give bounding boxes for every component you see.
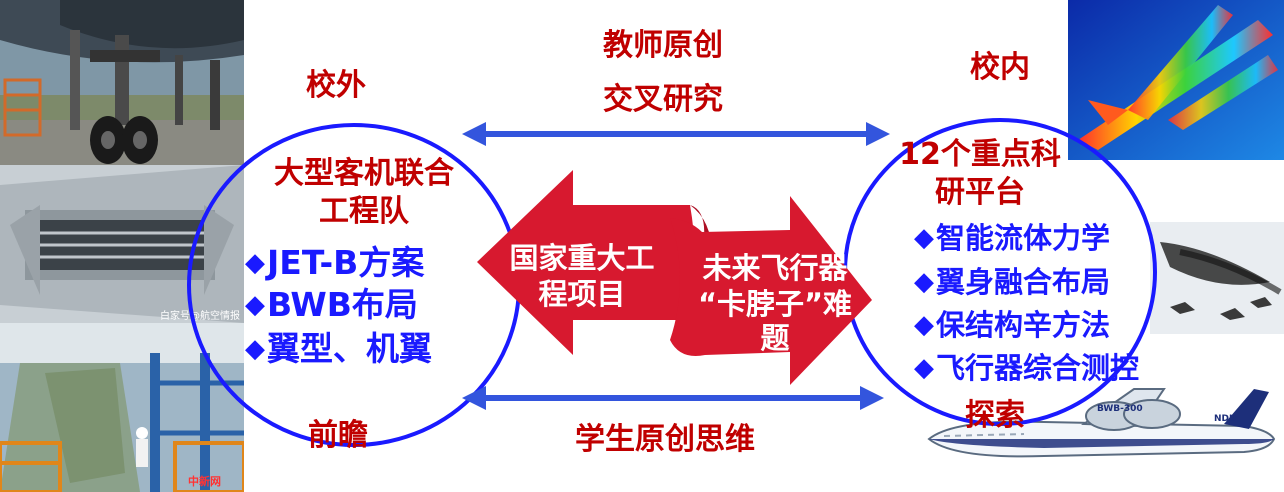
photo-watermark-top: 白家号@航空情报 bbox=[160, 311, 240, 322]
right-circle-item-text: 保结构辛方法 bbox=[936, 308, 1111, 342]
right-circle-item: ◆智能流体力学 bbox=[914, 220, 1110, 256]
label-inside: 校内 bbox=[970, 50, 1030, 85]
photo-cfd-rocket bbox=[1068, 0, 1284, 160]
right-red-arrow bbox=[670, 196, 872, 385]
right-arrow-text-line1: 未来飞行器 bbox=[702, 251, 848, 285]
left-circle-item: ◆BWB布局 bbox=[245, 285, 418, 325]
diamond-bullet-icon: ◆ bbox=[914, 223, 934, 253]
right-circle-title-line1: 12个重点科 bbox=[899, 137, 1061, 172]
label-outside: 校外 bbox=[306, 68, 366, 103]
left-arrow-text-line1: 国家重大工 bbox=[509, 241, 655, 275]
label-frontier: 前瞻 bbox=[308, 418, 368, 453]
label-explore: 探索 bbox=[965, 398, 1025, 433]
left-red-arrow bbox=[477, 170, 695, 355]
right-circle-item: ◆飞行器综合测控 bbox=[914, 350, 1139, 386]
right-circle-item: ◆翼身融合布局 bbox=[914, 264, 1110, 300]
diamond-bullet-icon: ◆ bbox=[245, 290, 265, 320]
right-circle-item-text: 翼身融合布局 bbox=[936, 265, 1111, 299]
right-circle-item-text: 飞行器综合测控 bbox=[936, 351, 1140, 385]
right-arrow-text-line3: 题 bbox=[760, 321, 790, 355]
top-double-arrow bbox=[462, 122, 890, 146]
right-arrow-text-line2: “卡脖子”难 bbox=[697, 287, 853, 321]
bwb-sub-label: NDU bbox=[1214, 414, 1237, 424]
photo-landing-gear bbox=[0, 0, 244, 165]
label-student: 学生原创思维 bbox=[575, 422, 755, 457]
left-circle-item-text: JET-B方案 bbox=[267, 243, 425, 282]
diamond-bullet-icon: ◆ bbox=[914, 353, 934, 383]
left-circle-title-line2: 工程队 bbox=[319, 194, 409, 229]
bwb-tag-label: BWB-300 bbox=[1097, 404, 1143, 414]
diamond-bullet-icon: ◆ bbox=[245, 248, 265, 278]
photo-watermark-bottom: 中新网 bbox=[188, 475, 221, 488]
left-circle-item: ◆JET-B方案 bbox=[245, 243, 424, 283]
right-circle-item-text: 智能流体力学 bbox=[936, 221, 1111, 255]
diamond-bullet-icon: ◆ bbox=[245, 334, 265, 364]
left-circle-item: ◆翼型、机翼 bbox=[245, 329, 432, 369]
left-circle-title-line1: 大型客机联合 bbox=[274, 156, 454, 191]
bottom-double-arrow bbox=[462, 386, 884, 410]
teacher-label-line2: 交叉研究 bbox=[603, 82, 723, 117]
left-arrow-text-line2: 程项目 bbox=[538, 277, 626, 311]
left-circle-item-text: BWB布局 bbox=[267, 285, 418, 324]
diamond-bullet-icon: ◆ bbox=[914, 267, 934, 297]
teacher-label-line1: 教师原创 bbox=[603, 28, 723, 63]
right-circle-item: ◆保结构辛方法 bbox=[914, 307, 1110, 343]
left-circle-item-text: 翼型、机翼 bbox=[267, 329, 432, 368]
right-circle-title-line2: 研平台 bbox=[935, 175, 1025, 210]
diamond-bullet-icon: ◆ bbox=[914, 310, 934, 340]
photo-stealth-fighter: 白家号@航空情报 bbox=[0, 165, 244, 323]
photo-bird-flock bbox=[1150, 222, 1284, 334]
